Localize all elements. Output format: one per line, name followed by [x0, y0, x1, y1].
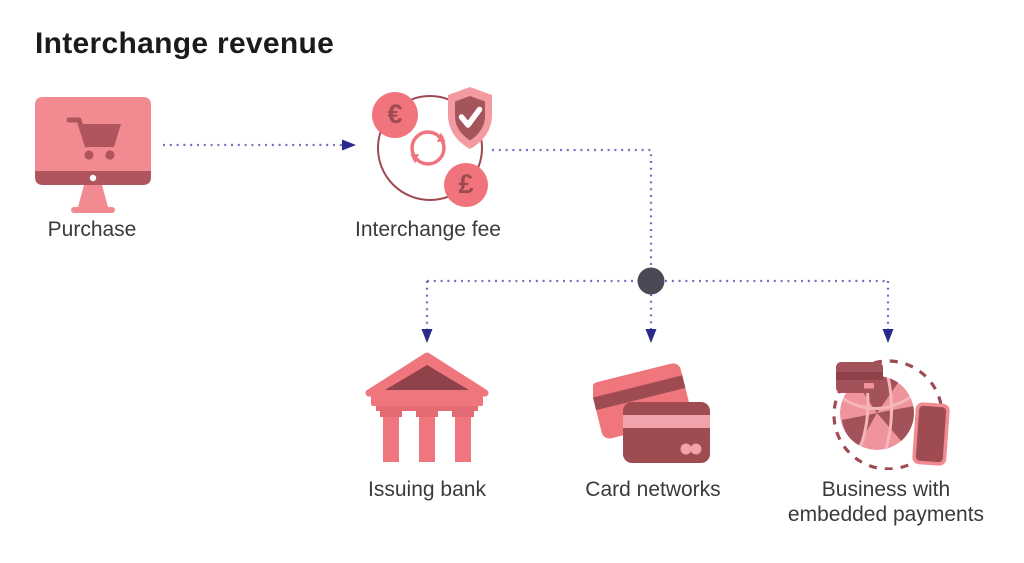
purchase-label: Purchase	[47, 218, 137, 241]
page-title: Interchange revenue	[35, 27, 335, 60]
card-networks-label: Card networks	[585, 478, 721, 501]
arrowhead-right-icon	[342, 139, 356, 151]
monitor-base	[71, 207, 115, 213]
business-label-line2: embedded payments	[787, 503, 985, 526]
interchange-fee-label: Interchange fee	[355, 218, 501, 241]
shopping-cart-icon	[66, 117, 121, 160]
bank-columns	[380, 411, 474, 462]
pound-coin	[444, 163, 488, 207]
pound-symbol: £	[458, 169, 474, 199]
phone-icon	[912, 402, 950, 466]
monitor-power-dot	[89, 174, 97, 182]
euro-symbol: €	[387, 99, 403, 129]
connector-fee-to-junction	[492, 148, 653, 281]
small-card-icon	[836, 362, 883, 393]
euro-coin	[372, 92, 418, 138]
arrowhead-down-left-icon	[421, 329, 433, 343]
issuing-bank-label: Issuing bank	[368, 478, 486, 501]
business-label: Business with embedded payments	[756, 477, 1016, 527]
monitor-stand	[78, 185, 108, 207]
shield-check-icon	[448, 87, 492, 149]
business-label-line1: Business with	[821, 478, 951, 501]
cycle-outline-circle	[377, 95, 483, 201]
currency-cycle-shield-icon: € £	[363, 80, 498, 215]
front-card	[623, 402, 710, 463]
bank-icon	[365, 352, 489, 462]
monitor-cart-icon	[35, 97, 151, 213]
arrowhead-down-right-icon	[882, 329, 894, 343]
globe-card-phone-icon	[832, 359, 950, 470]
junction-node	[637, 267, 665, 295]
credit-cards-icon	[593, 363, 710, 463]
refresh-arrows-icon	[410, 130, 446, 166]
arrowhead-down-middle-icon	[645, 329, 657, 343]
bank-pediment-inner	[385, 365, 469, 390]
